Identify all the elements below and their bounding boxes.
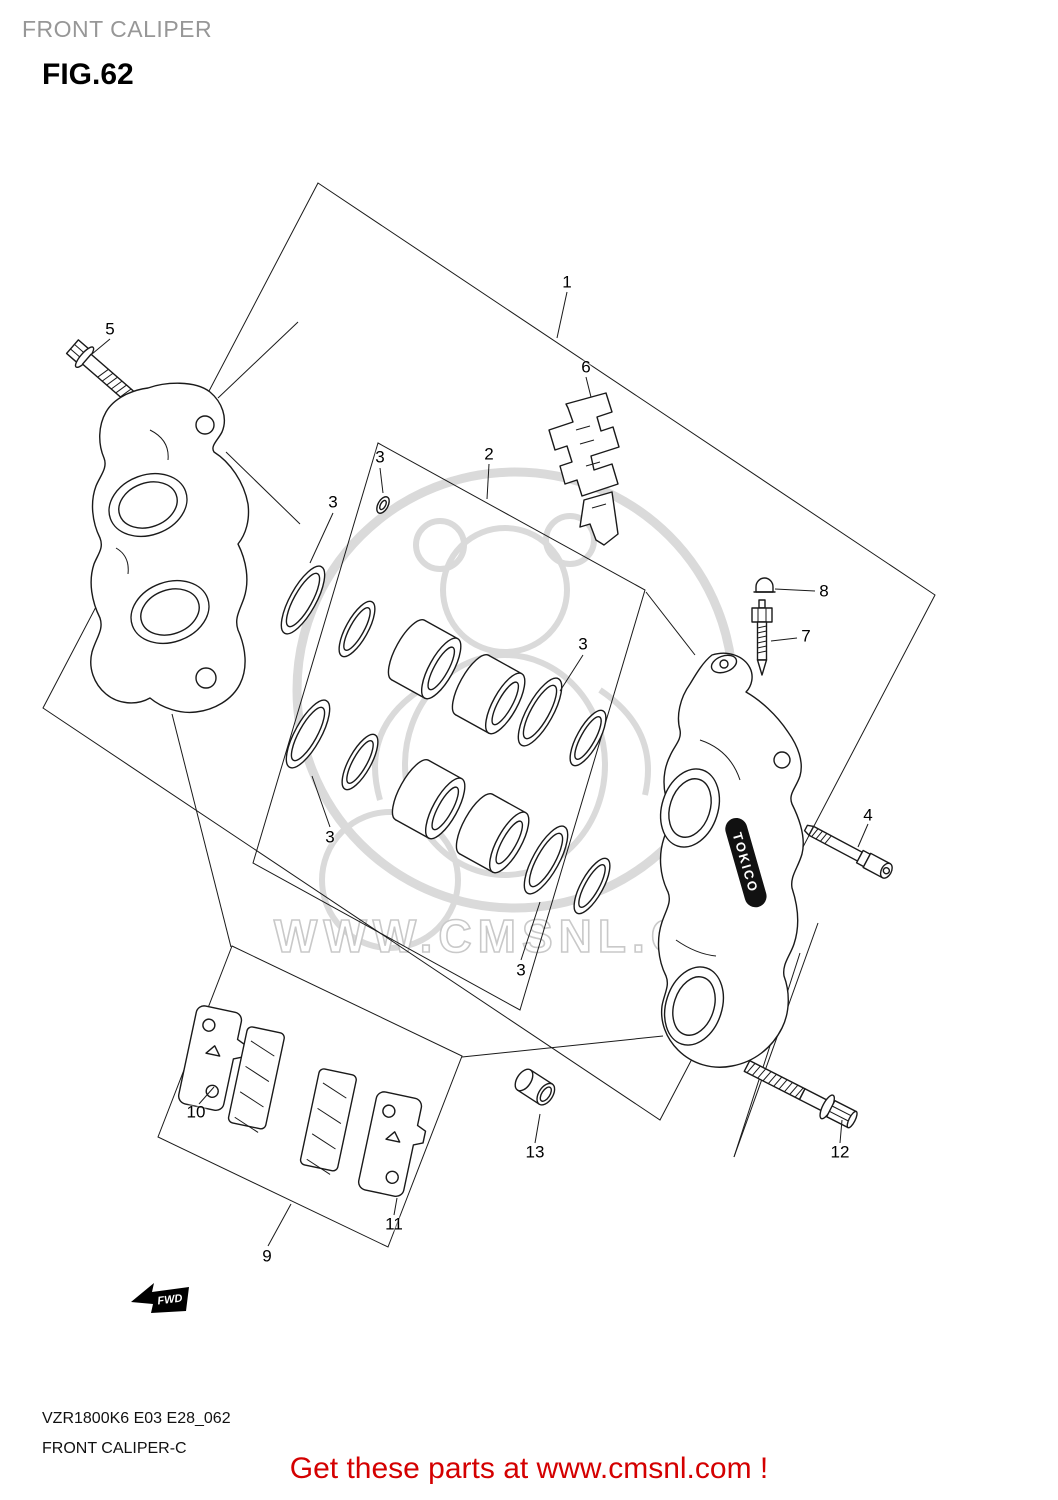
bleeder-valve-7: [751, 599, 773, 676]
bleeder-cap-8: [753, 577, 776, 593]
caliper-left-half: [90, 382, 250, 714]
brake-pad-10: [176, 1003, 286, 1135]
pad-spring-6: [548, 392, 620, 546]
figure-name-line: FRONT CALIPER-C: [42, 1440, 187, 1457]
fwd-arrow-label: FWD: [157, 1293, 183, 1308]
callout-leader-lines: [91, 291, 869, 1247]
brake-pad-11: [298, 1067, 433, 1201]
page-title: FRONT CALIPER: [22, 16, 213, 42]
pad-pin-4: [803, 824, 893, 879]
small-seal-ring: [376, 496, 390, 514]
figure-number: FIG.62: [42, 58, 134, 91]
caliper-bolt-12: [743, 1059, 858, 1129]
assembly-connector-lines: [171, 321, 819, 1158]
piston-set-frame-box: [252, 442, 646, 1011]
cmsnl-promo-link[interactable]: Get these parts at www.cmsnl.com !: [289, 1452, 769, 1485]
bushing-13: [514, 1068, 556, 1106]
piston-and-seal-set: [272, 496, 618, 920]
model-code-line: VZR1800K6 E03 E28_062: [42, 1410, 231, 1427]
tokico-brand-patch: TOKICO: [725, 817, 767, 908]
caliper-right-half: TOKICO: [657, 652, 804, 1068]
fwd-arrow: FWD: [131, 1283, 189, 1313]
